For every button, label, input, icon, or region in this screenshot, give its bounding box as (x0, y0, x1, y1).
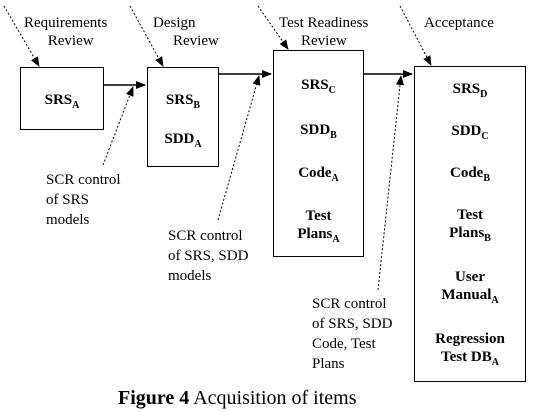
item-name: Plans (449, 225, 485, 241)
note-line: SCR control (312, 296, 387, 312)
figure-caption: Figure 4 Acquisition of items (118, 387, 357, 410)
stage-pointer-requirements (3, 5, 40, 67)
item-version: A (491, 295, 499, 306)
stage-pointer-design (129, 5, 164, 67)
item-name: Test (456, 207, 484, 223)
box-item: SRSB (148, 92, 218, 111)
item-name: SDD (300, 122, 331, 138)
item-name: SDD (164, 131, 195, 147)
box-item: ManualA (415, 287, 525, 306)
stage-label-line: Review (47, 33, 94, 49)
figure-title: Acquisition of items (189, 387, 357, 409)
box-item: SRSC (274, 77, 363, 96)
box-item: PlansB (415, 225, 525, 244)
item-version: B (484, 233, 491, 244)
item-name: Manual (441, 287, 492, 303)
item-name: Code (449, 165, 484, 181)
note-line: SCR control (168, 228, 243, 244)
item-name: Test DB (441, 349, 492, 365)
stage-label-line: Review (301, 33, 347, 49)
scr-note-3: SCR control of SRS, SDD Code, Test Plans (312, 294, 392, 374)
baseline-box-test-readiness: SRSC SDDB CodeA Test PlansA (273, 50, 364, 257)
box-item: PlansA (274, 226, 363, 245)
baseline-box-acceptance: SRSD SDDC CodeB Test PlansB User ManualA… (414, 66, 526, 382)
item-name: SRS (44, 92, 73, 108)
scr-note-1: SCR control of SRS models (46, 170, 121, 230)
box-item: Test (415, 207, 525, 225)
note-line: models (46, 212, 90, 228)
item-name: User (455, 269, 485, 285)
note-line: of SRS, SDD (168, 248, 249, 264)
note-line: of SRS (46, 192, 89, 208)
item-version: C (481, 131, 489, 142)
item-version: A (332, 234, 340, 245)
scr-note-2: SCR control of SRS, SDD models (168, 226, 248, 286)
stage-label-line: Test Readiness (279, 15, 369, 31)
box-item: SDDC (415, 123, 525, 142)
box-item: CodeA (274, 165, 363, 184)
item-name: Code (298, 165, 332, 181)
item-version: C (328, 85, 336, 96)
baseline-box-design: SRSB SDDA (147, 67, 219, 167)
item-version: A (72, 100, 80, 111)
stage-pointer-test-readiness (257, 5, 289, 50)
item-name: Regression (435, 331, 505, 347)
note-pointer-2 (217, 75, 261, 221)
box-item: User (415, 269, 525, 287)
note-line: Code, Test (312, 336, 376, 352)
stage-label-test-readiness: Test Readiness Review (279, 14, 368, 50)
note-line: models (168, 268, 212, 284)
item-name: SRS (301, 77, 329, 93)
box-item: SRSA (21, 92, 103, 111)
item-name: SRS (452, 81, 481, 97)
note-line: SCR control (46, 172, 121, 188)
item-version: A (491, 357, 499, 368)
item-name: Plans (297, 226, 333, 242)
box-item: SRSD (415, 81, 525, 100)
figure-label: Figure 4 (118, 387, 190, 409)
box-item: CodeB (415, 165, 525, 184)
baseline-box-requirements: SRSA (20, 67, 104, 130)
stage-label-design: Design Review (153, 14, 219, 50)
note-line: Plans (312, 356, 345, 372)
stage-pointer-acceptance (399, 5, 432, 66)
item-version: B (483, 173, 490, 184)
stage-label-line: Acceptance (424, 15, 494, 31)
item-version: D (480, 89, 488, 100)
stage-label-acceptance: Acceptance (424, 14, 494, 32)
note-pointer-1 (102, 86, 134, 166)
box-item: Regression (415, 331, 525, 349)
item-name: Test (305, 208, 332, 224)
item-version: B (330, 130, 337, 141)
stage-label-requirements: Requirements Review (24, 14, 107, 50)
box-item: Test DBA (415, 349, 525, 368)
item-name: SRS (165, 92, 194, 108)
item-version: A (194, 139, 202, 150)
item-version: A (331, 173, 339, 184)
note-pointer-3 (377, 75, 405, 291)
stage-label-line: Requirements (24, 15, 108, 31)
box-item: Test (274, 208, 363, 226)
stage-label-line: Review (173, 33, 219, 49)
box-item: SDDB (274, 122, 363, 141)
stage-label-line: Design (153, 15, 196, 31)
note-line: of SRS, SDD (312, 316, 393, 332)
box-item: SDDA (148, 131, 218, 150)
item-version: B (193, 100, 201, 111)
item-name: SDD (451, 123, 482, 139)
